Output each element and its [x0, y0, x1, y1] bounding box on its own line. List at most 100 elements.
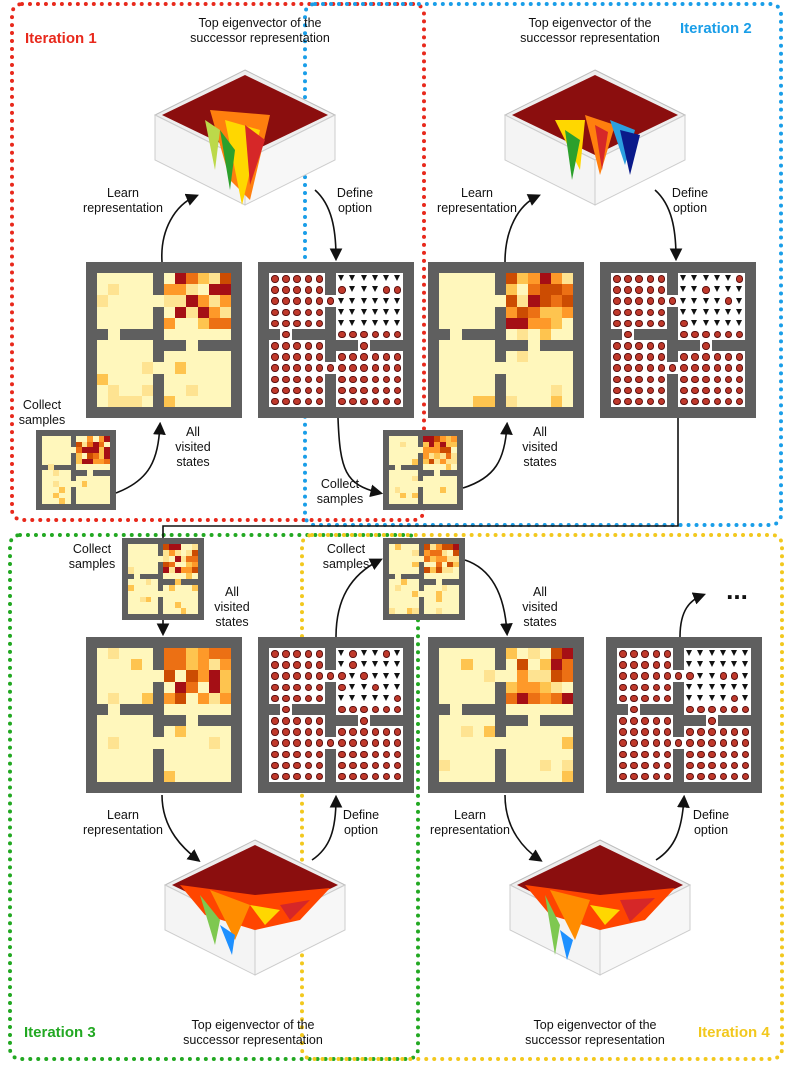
terminate-marker-icon [393, 353, 402, 361]
terminate-marker-icon [691, 386, 699, 395]
grid-cell [97, 373, 109, 386]
terminate-marker-icon [735, 386, 744, 395]
grid-cell [439, 273, 451, 285]
terminate-marker-icon [724, 375, 733, 384]
terminate-marker-icon [613, 308, 621, 317]
grid-cell [700, 306, 712, 319]
grid-cell [711, 395, 724, 408]
grid-cell [269, 284, 281, 296]
terminate-marker-icon [271, 397, 279, 406]
grid-cell [450, 373, 462, 386]
terminate-marker-icon [680, 319, 688, 328]
policy-arrow-icon [360, 650, 367, 657]
grid-cell [483, 317, 496, 330]
policy-arrow-icon [691, 319, 698, 326]
grid-cell [186, 726, 198, 738]
grid-cell [622, 373, 634, 386]
grid-cell [175, 295, 187, 307]
grid-cell [711, 351, 724, 363]
grid-cell [689, 395, 701, 408]
terminate-marker-icon [282, 319, 290, 328]
grid-cell [391, 648, 404, 660]
grid-cell [197, 670, 210, 682]
grid-cell [108, 648, 120, 660]
terminate-marker-icon [613, 286, 621, 294]
visited-line: All [533, 585, 547, 599]
grid-cell [302, 395, 315, 408]
policy-arrow-icon [360, 308, 367, 315]
grid-cell [655, 384, 668, 397]
terminate-marker-icon [304, 342, 313, 350]
eigen-title-line: Top eigenvector of the [528, 16, 652, 30]
terminate-marker-icon [680, 330, 688, 339]
grid-cell [380, 328, 393, 341]
grid-cell [380, 395, 393, 408]
collect-line: samples [68, 557, 116, 571]
grid-cell [119, 340, 131, 352]
grid-cell [119, 715, 131, 727]
grid-cell [369, 659, 382, 671]
terminate-marker-icon [646, 397, 655, 406]
terminate-marker-icon [393, 386, 402, 395]
terminate-marker-icon [304, 364, 313, 372]
grid-cell [369, 395, 382, 408]
grid-cell [208, 748, 221, 761]
terminate-marker-icon [360, 364, 368, 372]
grid-cell [347, 273, 359, 285]
grid-cell [539, 273, 552, 285]
grid-cell [141, 384, 154, 397]
grid-cell [358, 395, 370, 408]
grid-cell [119, 373, 131, 386]
grid-cell [528, 317, 540, 330]
terminate-marker-icon [360, 397, 368, 406]
terminate-marker-icon [624, 364, 632, 372]
terminate-marker-icon [680, 353, 688, 361]
policy-arrow-icon [702, 275, 709, 282]
grid-cell [164, 659, 176, 671]
terminate-marker-icon [624, 375, 632, 384]
terminate-marker-icon [293, 661, 301, 669]
grid-cell [644, 384, 657, 397]
grid-cell [539, 295, 552, 307]
grid-cell [313, 373, 326, 386]
terminate-marker-icon [293, 275, 301, 283]
grid-cell [611, 340, 623, 352]
grid-cell [633, 351, 645, 363]
grid-cell [550, 384, 563, 397]
grid-cell [483, 340, 496, 352]
grid-cell [164, 273, 176, 285]
grid-cell [313, 659, 326, 671]
terminate-marker-icon [691, 397, 699, 406]
grid-cell [506, 395, 518, 408]
grid-cell [347, 317, 359, 330]
grid-cell [130, 648, 143, 660]
grid-cell [141, 759, 154, 772]
terminate-marker-icon [338, 397, 346, 406]
policy-arrow-icon [371, 297, 378, 304]
grid-cell [119, 670, 131, 682]
grid-cell [517, 284, 529, 296]
grid-cell [97, 317, 109, 330]
terminate-marker-icon [646, 308, 655, 317]
terminate-marker-icon [724, 397, 733, 406]
grid-cell [528, 273, 540, 285]
terminate-marker-icon [304, 275, 313, 283]
grid-cell [108, 351, 120, 363]
grid-cell [164, 670, 176, 682]
define-line: option [672, 201, 708, 215]
grid-cell [722, 317, 735, 330]
grid-cell [539, 351, 552, 363]
grid-cell [197, 351, 210, 363]
terminate-marker-icon [371, 386, 380, 395]
policy-arrow-icon [394, 650, 401, 657]
grid-cell [461, 351, 473, 363]
grid-cell [141, 340, 154, 352]
grid-cell [539, 328, 552, 341]
grid-cell [711, 273, 724, 285]
grid-cell [733, 295, 746, 307]
terminate-marker-icon [702, 330, 710, 339]
grid-cell [733, 273, 746, 285]
grid-cell [152, 362, 165, 374]
grid-cell [450, 351, 462, 363]
grid-cell [369, 317, 382, 330]
